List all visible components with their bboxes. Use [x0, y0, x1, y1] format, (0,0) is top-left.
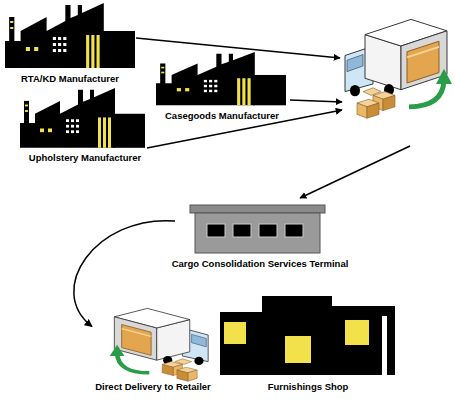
truck-icon — [345, 19, 452, 118]
node-label: Casegoods Manufacturer — [132, 110, 312, 122]
node-label: Upholstery Manufacturer — [0, 152, 175, 164]
node-box: Upholstery Manufacturer — [15, 86, 155, 164]
node-box: Furnishings Shop — [218, 292, 398, 393]
flow-connector — [74, 221, 175, 327]
terminal-building — [190, 205, 325, 253]
node-label: Furnishings Shop — [198, 381, 418, 393]
shop-building — [220, 296, 395, 375]
flow-arrow — [136, 38, 340, 58]
node-label: Direct Delivery to Retailer — [72, 381, 234, 393]
truck-icon — [110, 308, 208, 381]
factory-icon — [5, 3, 135, 68]
factory-icon — [156, 52, 286, 105]
node-box: Casegoods Manufacturer — [152, 50, 292, 122]
node-box: Cargo Consolidation Services Terminal — [175, 200, 345, 270]
flow-arrow — [300, 146, 410, 198]
node-label: Cargo Consolidation Services Terminal — [155, 258, 365, 270]
node-box: Direct Delivery to Retailer — [92, 298, 214, 393]
node-box: RTA/KD Manufacturer — [5, 3, 135, 85]
factory-icon — [20, 88, 145, 148]
node-label: RTA/KD Manufacturer — [0, 73, 155, 85]
flow-arrow — [290, 100, 342, 102]
